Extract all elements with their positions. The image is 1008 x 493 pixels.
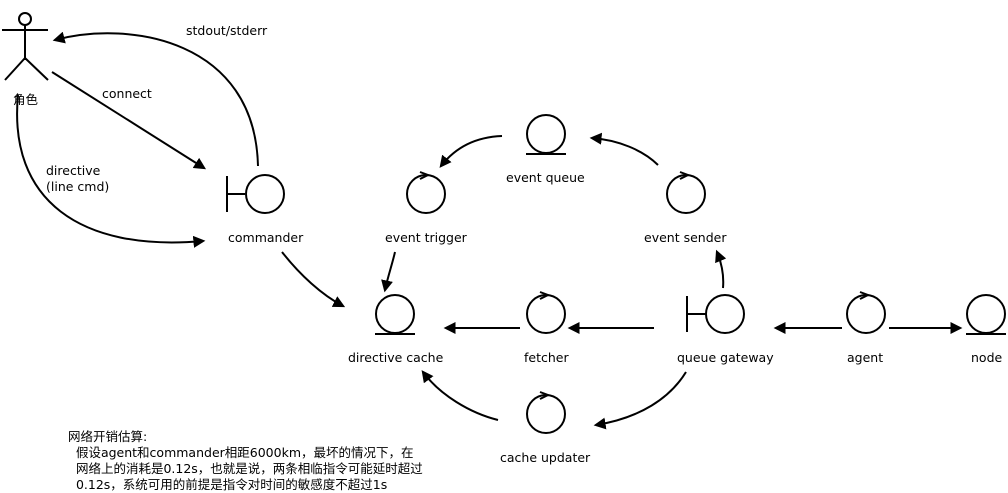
- note-line-3: 0.12s，系统可用的前提是指令对时间的敏感度不超过1s: [68, 477, 388, 492]
- edge-stdout: [52, 31, 259, 167]
- edge-gateway-updater: [593, 371, 687, 430]
- edge-queue-trigger: [439, 135, 503, 168]
- edge-directive: [16, 94, 206, 248]
- note-title: 网络开销估算:: [68, 429, 148, 444]
- edge-label-directive-2: (line cmd): [46, 179, 109, 194]
- label-event-queue: event queue: [506, 170, 585, 185]
- label-directive-cache: directive cache: [348, 350, 444, 365]
- node-directive-cache: directive cache: [348, 294, 444, 365]
- actor-label: 角色: [13, 92, 39, 107]
- label-queue-gateway: queue gateway: [677, 350, 774, 365]
- edge-label-connect: connect: [102, 86, 152, 101]
- label-node: node: [971, 350, 1003, 365]
- note-line-1: 假设agent和commander相距6000km，最坏的情况下，在: [68, 445, 414, 460]
- node-node: node: [966, 294, 1006, 365]
- cost-estimate-note: 网络开销估算: 假设agent和commander相距6000km，最坏的情况下…: [68, 429, 488, 493]
- actor: 角色: [2, 12, 49, 107]
- node-fetcher: fetcher: [524, 291, 569, 365]
- note-line-2: 网络上的消耗是0.12s，也就是说，两条相临指令可能延时超过: [68, 461, 423, 476]
- label-commander: commander: [228, 230, 304, 245]
- edge-commander-cache: [281, 251, 346, 308]
- label-event-sender: event sender: [644, 230, 727, 245]
- label-cache-updater: cache updater: [500, 450, 591, 465]
- node-commander: commander: [226, 174, 304, 245]
- edges: stdout/stderr connect directive (line cm…: [16, 23, 963, 430]
- node-event-sender: event sender: [644, 171, 727, 245]
- edge-gateway-sender: [715, 249, 727, 289]
- label-agent: agent: [847, 350, 883, 365]
- edge-label-stdout: stdout/stderr: [186, 23, 268, 38]
- node-queue-gateway: queue gateway: [677, 294, 774, 365]
- label-fetcher: fetcher: [524, 350, 569, 365]
- edge-trigger-cache: [381, 251, 396, 293]
- edge-connect: [51, 71, 207, 170]
- edge-sender-queue: [589, 132, 659, 166]
- node-cache-updater: cache updater: [500, 391, 591, 465]
- node-event-trigger: event trigger: [385, 171, 468, 245]
- node-event-queue: event queue: [506, 114, 585, 185]
- node-agent: agent: [846, 291, 886, 365]
- edge-updater-cache: [421, 370, 499, 421]
- edge-label-directive-1: directive: [46, 163, 101, 178]
- label-event-trigger: event trigger: [385, 230, 468, 245]
